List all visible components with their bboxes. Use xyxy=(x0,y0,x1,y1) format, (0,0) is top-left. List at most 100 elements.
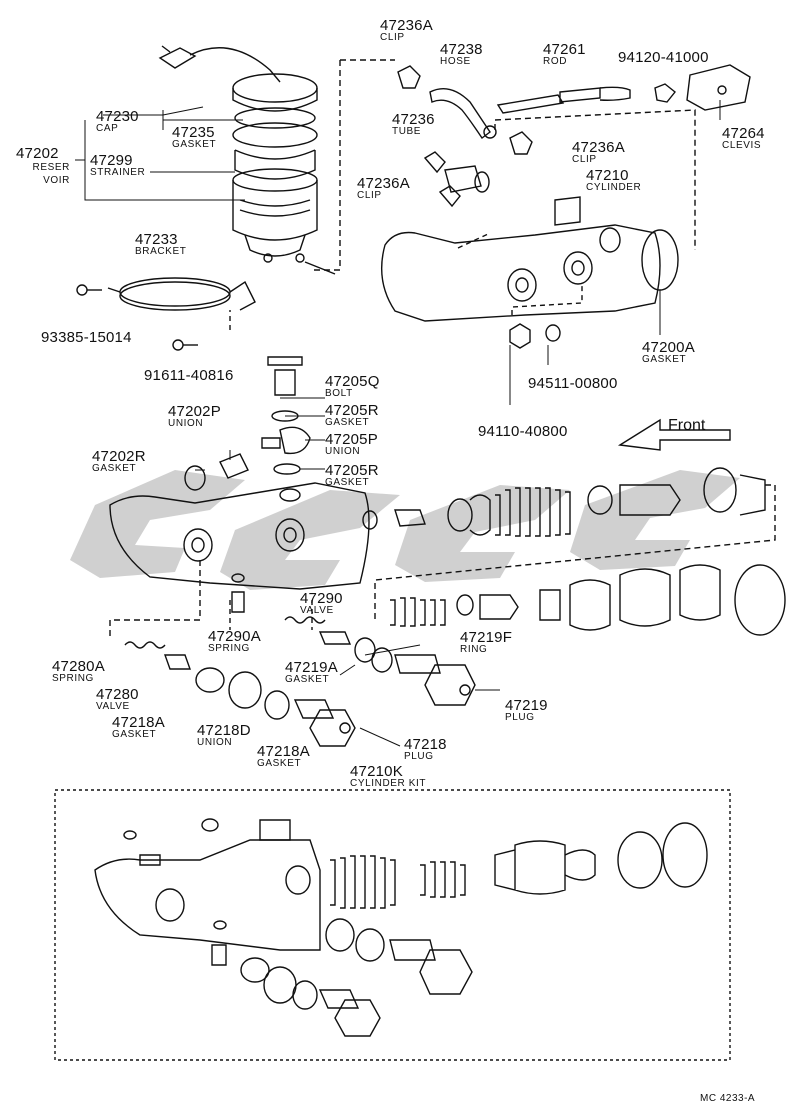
part-name: SPRING xyxy=(52,673,94,684)
part-number: 47236A xyxy=(380,17,433,34)
lower-valve-drawing xyxy=(109,560,476,747)
part-number: 47261 xyxy=(543,41,586,58)
label-47219f: 47219F RING xyxy=(460,630,512,655)
part-name: GASKET xyxy=(112,729,157,740)
part-number: 47233 xyxy=(135,231,178,248)
part-name: GASKET xyxy=(285,674,330,685)
part-name: CYLINDER KIT xyxy=(350,778,427,789)
label-47280: 47280 VALVE xyxy=(96,687,139,712)
label-47236a-top: 47236A CLIP xyxy=(380,18,433,43)
part-name: PLUG xyxy=(505,712,535,723)
front-arrow-icon xyxy=(617,418,731,451)
part-number: 47200A xyxy=(642,339,695,356)
label-94110-40800: 94110-40800 xyxy=(478,424,568,439)
label-47233: 47233 BRACKET xyxy=(135,232,186,257)
middle-cylinder-drawing xyxy=(109,356,370,613)
drawing-code: MC 4233-A xyxy=(700,1093,756,1104)
label-47218a-left: 47218A GASKET xyxy=(112,715,165,740)
part-name: BOLT xyxy=(325,388,353,399)
drawing-lines xyxy=(54,45,786,1061)
label-47235: 47235 GASKET xyxy=(172,125,216,150)
part-name: GASKET xyxy=(642,354,687,365)
part-number: 47219F xyxy=(460,629,513,646)
part-name: UNION xyxy=(197,737,233,748)
label-47218d: 47218D UNION xyxy=(197,723,251,748)
bracket-drawing xyxy=(76,277,256,351)
part-number: 47218D xyxy=(197,722,251,739)
part-number: 47205P xyxy=(325,431,378,448)
label-47230: 47230 CAP xyxy=(96,109,139,134)
part-name: RESER VOIR xyxy=(32,162,70,186)
part-number: 47218A xyxy=(257,743,310,760)
front-label: Front xyxy=(668,417,706,434)
label-47210: 47210 CYLINDER xyxy=(586,168,641,193)
part-name: GASKET xyxy=(257,758,302,769)
part-name: CAP xyxy=(96,123,119,134)
part-number: 94511-00800 xyxy=(528,375,618,392)
label-47238: 47238 HOSE xyxy=(440,42,483,67)
part-name: GASKET xyxy=(325,417,370,428)
part-name: RING xyxy=(460,644,488,655)
part-number: 94120-41000 xyxy=(618,49,709,66)
part-name: CLIP xyxy=(572,154,597,165)
part-name: CLEVIS xyxy=(722,140,762,151)
part-number: 47205R xyxy=(325,402,379,419)
part-number: 47219A xyxy=(285,659,338,676)
label-91611-40816: 91611-40816 xyxy=(144,368,234,383)
part-number: 47280 xyxy=(96,686,139,703)
part-number: 47236A xyxy=(357,175,410,192)
part-number: 47205R xyxy=(325,462,379,479)
part-name: CYLINDER xyxy=(586,182,642,193)
part-number: 91611-40816 xyxy=(144,367,234,384)
part-number: 47230 xyxy=(96,108,139,125)
part-number: 93385-15014 xyxy=(41,329,132,346)
part-name: UNION xyxy=(325,446,361,457)
part-name: TUBE xyxy=(392,126,422,137)
piston-springs-drawing xyxy=(362,467,786,636)
part-name: SPRING xyxy=(208,643,250,654)
label-47205r-top: 47205R GASKET xyxy=(325,403,379,428)
label-47202r: 47202R GASKET xyxy=(92,449,146,474)
upper-fittings-drawing xyxy=(397,64,751,208)
part-number: 47290A xyxy=(208,628,261,645)
label-47200a: 47200A GASKET xyxy=(642,340,695,365)
label-47290: 47290 VALVE xyxy=(300,591,343,616)
part-name: VALVE xyxy=(300,605,334,616)
label-47218: 47218 PLUG xyxy=(404,737,447,762)
part-name: STRAINER xyxy=(90,167,146,178)
part-number: 47299 xyxy=(90,152,133,169)
part-name: GASKET xyxy=(92,463,137,474)
part-name: UNION xyxy=(168,418,204,429)
part-number: 47202 xyxy=(16,145,59,162)
part-number: 47202R xyxy=(92,448,146,465)
part-number: 47218A xyxy=(112,714,165,731)
part-number: 47210 xyxy=(586,167,629,184)
cylinder-kit-drawing xyxy=(94,818,708,1037)
label-47202: 47202 RESER VOIR xyxy=(16,146,70,187)
part-number: 47202P xyxy=(168,403,221,420)
part-number: 94110-40800 xyxy=(478,423,568,440)
label-47219: 47219 PLUG xyxy=(505,698,548,723)
label-47205p: 47205P UNION xyxy=(325,432,378,457)
part-name: GASKET xyxy=(172,139,217,150)
label-93385-15014: 93385-15014 xyxy=(41,330,132,345)
part-name: BRACKET xyxy=(135,246,187,257)
label-47299: 47299 STRAINER xyxy=(90,153,145,178)
reservoir-drawing xyxy=(158,45,336,275)
label-47236: 47236 TUBE xyxy=(392,112,435,137)
label-47205r-bottom: 47205R GASKET xyxy=(325,463,379,488)
label-47218a-right: 47218A GASKET xyxy=(257,744,310,769)
part-number: 47205Q xyxy=(325,373,380,390)
part-name: CLIP xyxy=(357,190,382,201)
watermark-logo xyxy=(70,470,740,590)
part-number: 47236A xyxy=(572,139,625,156)
label-47236a-left: 47236A CLIP xyxy=(357,176,410,201)
part-name: ROD xyxy=(543,56,568,67)
label-94511-00800: 94511-00800 xyxy=(528,376,618,391)
part-number: 47280A xyxy=(52,658,105,675)
label-47261: 47261 ROD xyxy=(543,42,586,67)
part-number: 47236 xyxy=(392,111,435,128)
part-number: 47235 xyxy=(172,124,215,141)
